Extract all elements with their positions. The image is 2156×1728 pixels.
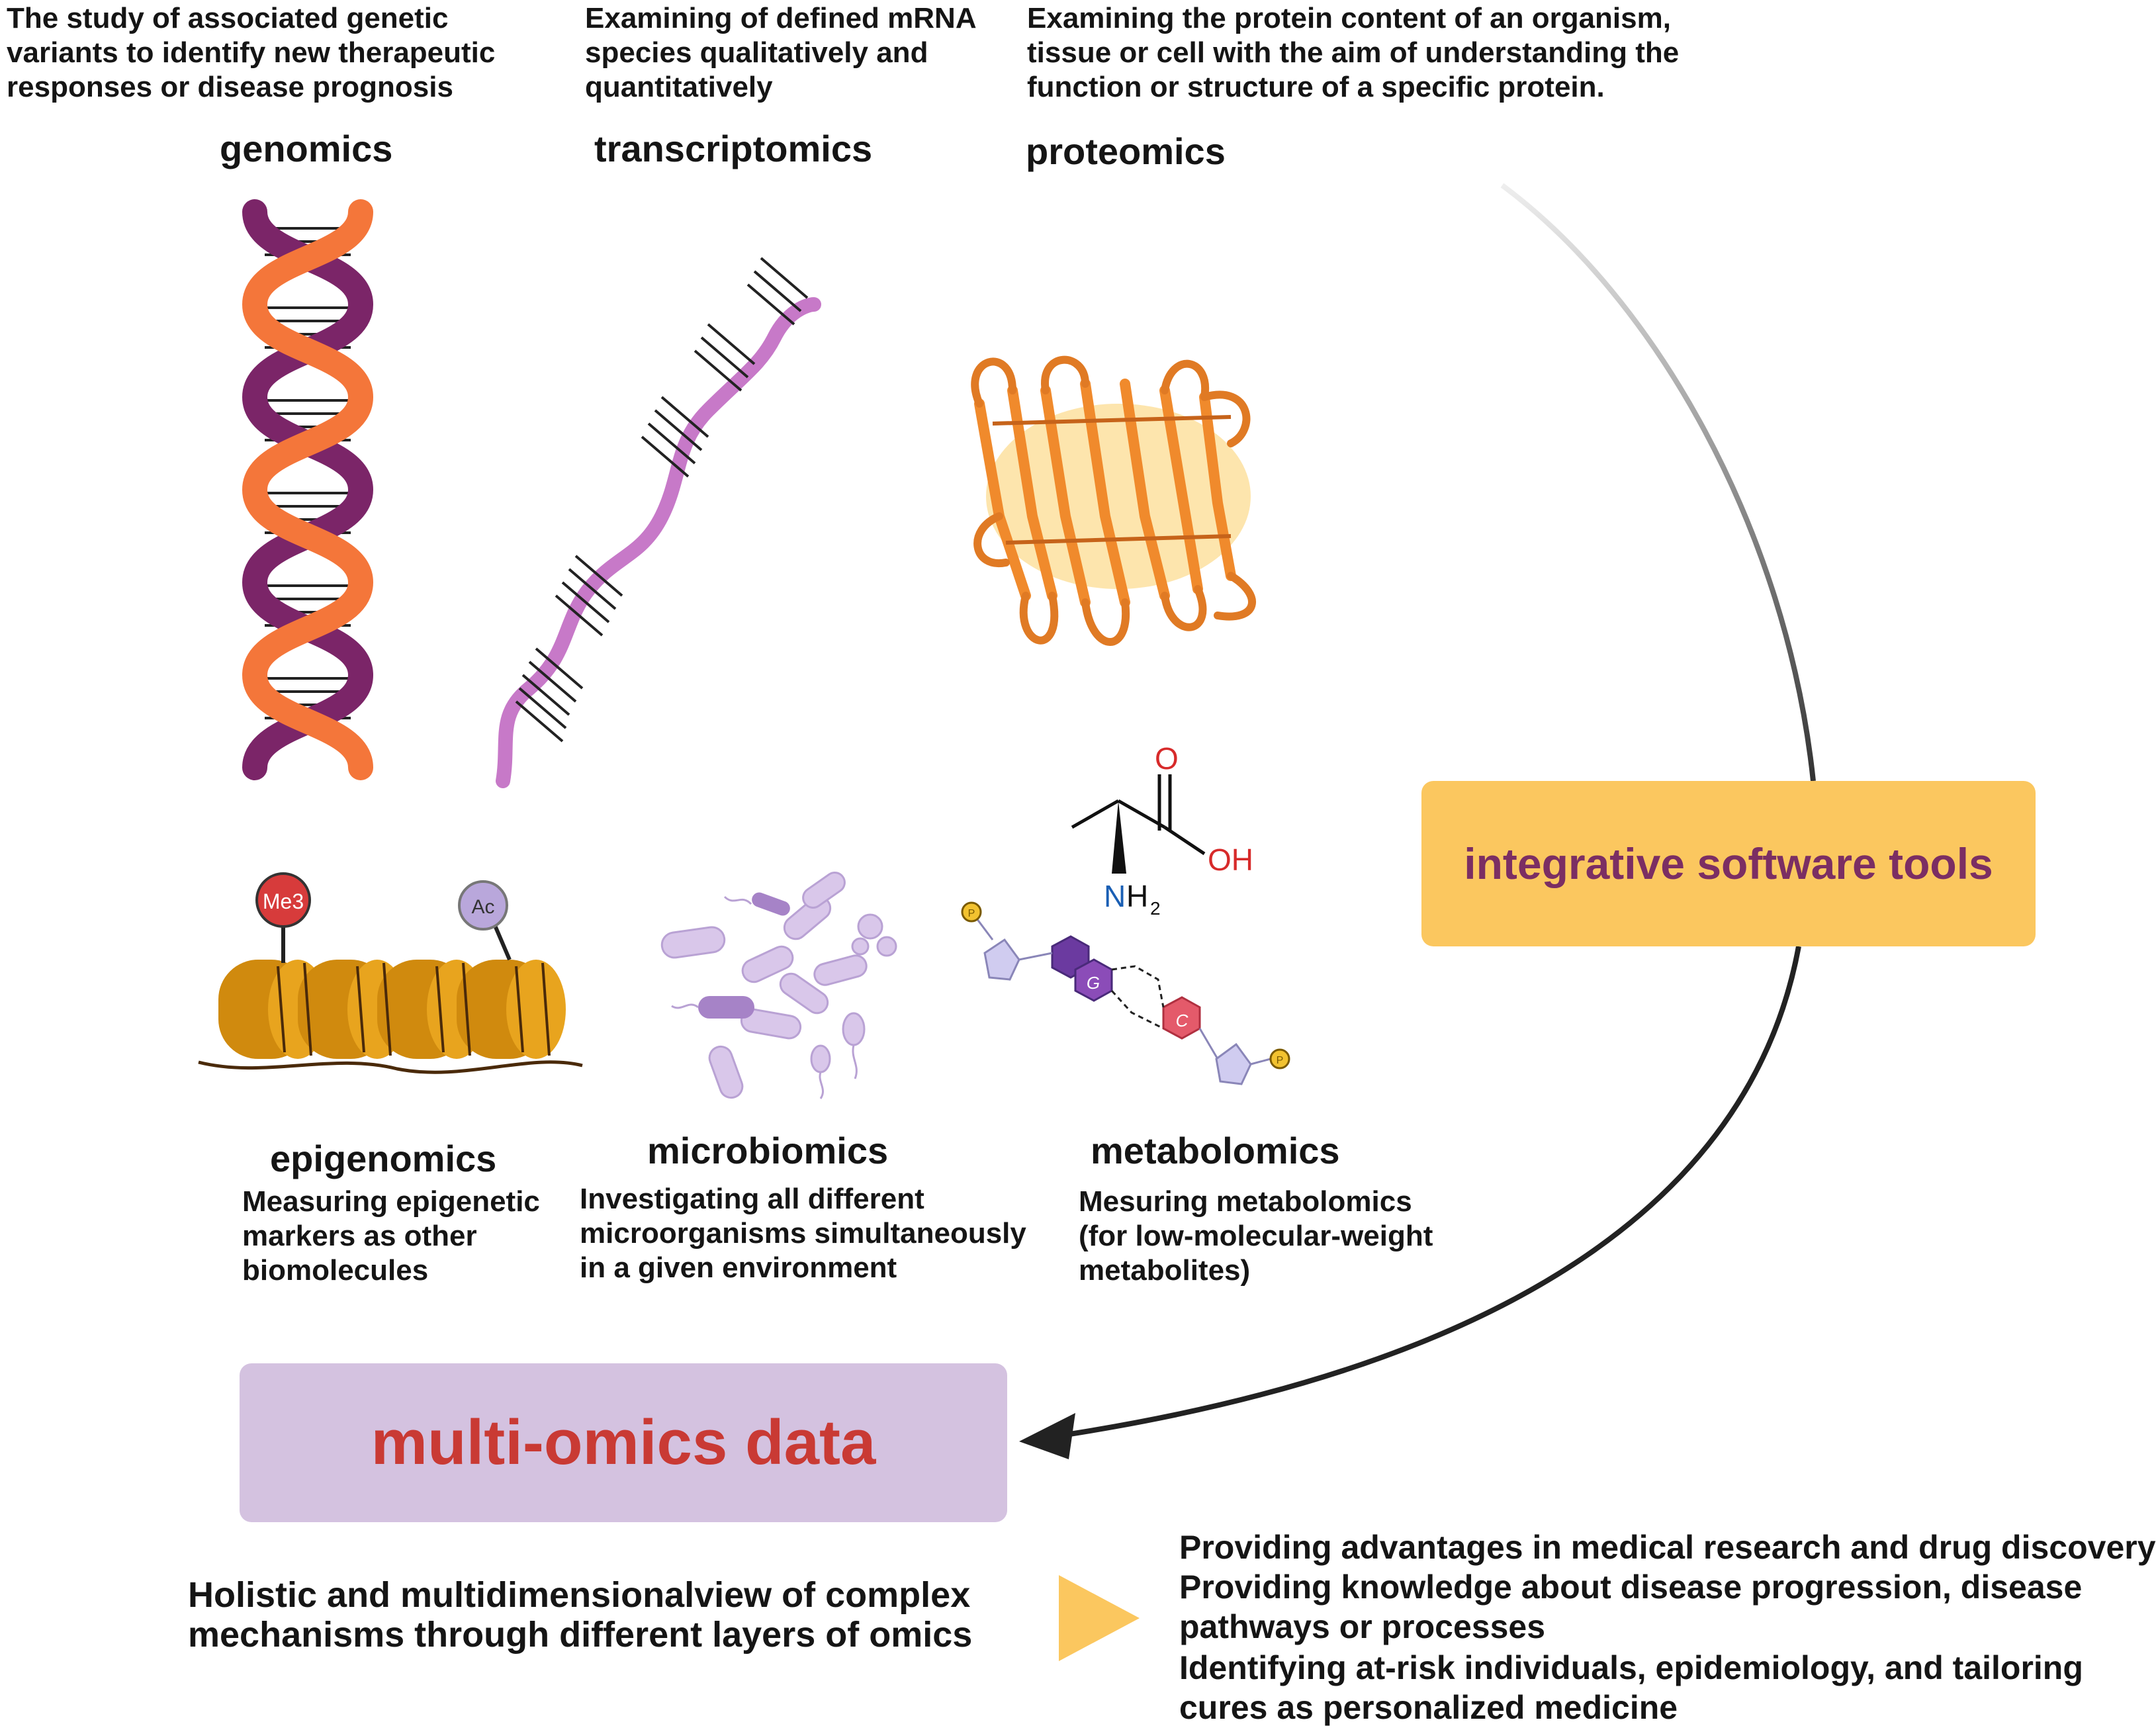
- genomics-description: The study of associated genetic variants…: [7, 2, 496, 103]
- transcriptomics-description: Examining of defined mRNA species qualit…: [585, 2, 977, 103]
- phosphate-label-1: P: [968, 908, 975, 919]
- benefit-item-disease-progression: Providing knowledge about disease progre…: [1179, 1569, 2083, 1645]
- metabolomics-title: metabolomics: [1091, 1130, 1340, 1171]
- chromatin-thread: [198, 1060, 583, 1074]
- dna-wraps: [277, 962, 551, 1056]
- nucleosomes: [218, 960, 566, 1059]
- benefit-item-personalized-medicine: Identifying at-risk individuals, epidemi…: [1179, 1649, 2083, 1726]
- transcriptomics-title: transcriptomics: [594, 128, 873, 169]
- hydrogen-bonds: [1110, 965, 1165, 1030]
- multi-omics-data-label: multi-omics data: [371, 1407, 876, 1478]
- amine-n-label: N: [1104, 879, 1126, 913]
- mrna-backbone: [496, 297, 821, 788]
- dna-strand-orange: [242, 199, 374, 780]
- dna-helix-illustration: [242, 199, 374, 780]
- benefit-item-drug-discovery: Providing advantages in medical research…: [1179, 1529, 2156, 1566]
- integrative-software-tools-label: integrative software tools: [1464, 839, 1993, 888]
- amine-subscript: 2: [1150, 898, 1161, 919]
- phosphate-icon: [1269, 1048, 1290, 1069]
- proteomics-description: Examining the protein content of an orga…: [1027, 2, 1680, 103]
- holistic-view-text: Holistic and multidimensionalview of com…: [188, 1575, 973, 1655]
- dna-strand-purple: [242, 199, 374, 780]
- bacteria-cells: [660, 872, 897, 1099]
- wedge-bond: [1112, 801, 1126, 874]
- epigenomics-illustration: Me3 Ac: [198, 872, 583, 1074]
- protein-sheets: [974, 379, 1236, 608]
- hydroxyl-label: OH: [1208, 842, 1253, 877]
- arrowhead-icon: [1019, 1413, 1075, 1459]
- epigenomics-title: epigenomics: [270, 1138, 497, 1179]
- play-arrow-icon: [1059, 1575, 1140, 1661]
- protein-structure-illustration: [971, 355, 1256, 646]
- multi-omics-data-box: multi-omics data: [240, 1363, 1007, 1522]
- protein-shadow-lines: [992, 415, 1232, 545]
- phosphate-label-2: P: [1277, 1055, 1284, 1066]
- integrative-software-tools-box: integrative software tools: [1421, 781, 2036, 946]
- acetylation-marker-icon: [458, 880, 508, 931]
- guanine-label: G: [1087, 973, 1100, 993]
- backbone-links: [971, 913, 1271, 1066]
- ac-label: Ac: [471, 896, 494, 918]
- microbiomics-title: microbiomics: [647, 1130, 889, 1171]
- epigenomics-description: Measuring epigenetic markers as other bi…: [242, 1185, 540, 1287]
- microbiomics-description: Investigating all different microorganis…: [580, 1183, 1026, 1284]
- metabolomics-description: Mesuring metabolomics (for low-molecular…: [1079, 1185, 1433, 1287]
- mrna-strand-illustration: [496, 257, 821, 788]
- amine-h-label: H: [1126, 879, 1148, 913]
- oxygen-label: O: [1155, 741, 1179, 776]
- protein-loops: [971, 355, 1256, 646]
- arc-to-tools: [1500, 183, 1816, 782]
- bacteria-dark: [698, 892, 790, 1019]
- arc-to-multi-omics: [1065, 946, 1801, 1437]
- proteomics-title: proteomics: [1026, 130, 1226, 172]
- microbiome-illustration: [660, 872, 897, 1099]
- genomics-title: genomics: [220, 128, 393, 169]
- sugar-rings: [983, 938, 1252, 1085]
- phosphate-icon: [961, 901, 982, 923]
- cytosine-label: C: [1176, 1011, 1189, 1030]
- metabolite-molecule-illustration: O OH N H 2 G C P P: [961, 741, 1290, 1085]
- me3-label: Me3: [263, 889, 304, 913]
- alanine-bonds: [1071, 774, 1206, 856]
- bacteria-flagella: [671, 895, 858, 1099]
- methylation-marker-icon: [255, 872, 311, 928]
- mrna-bases: [515, 257, 809, 743]
